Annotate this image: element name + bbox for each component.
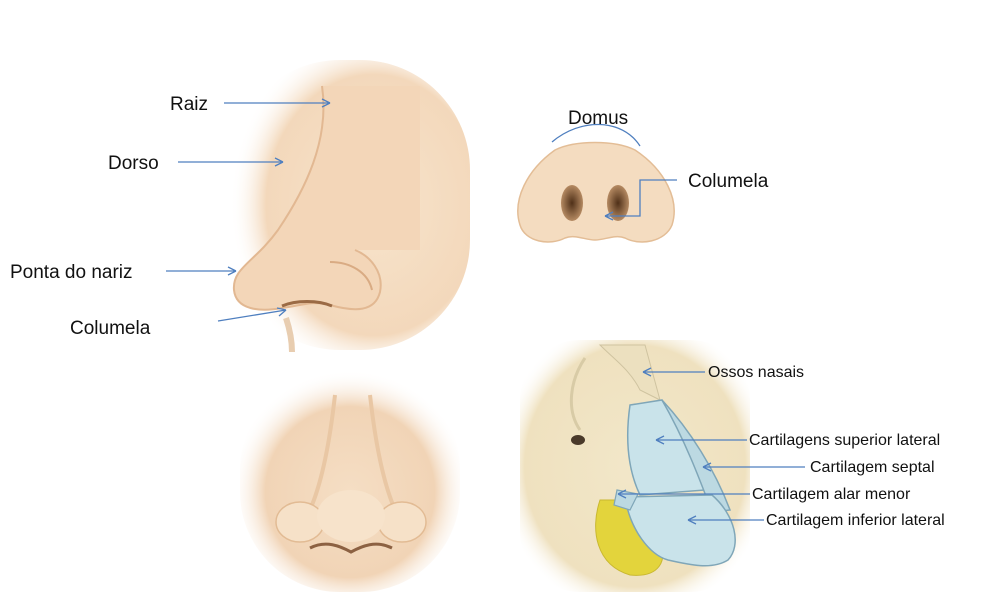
label-raiz: Raiz [170,94,208,115]
labels: Raiz Dorso Ponta do nariz Columela Domus… [10,94,945,529]
front-left-ala [276,502,324,542]
label-cart-inf: Cartilagem inferior lateral [766,512,945,529]
label-ponta: Ponta do nariz [10,262,133,283]
front-skin-glow [240,370,460,592]
label-cart-septal: Cartilagem septal [810,459,935,476]
base-left-nostril [561,185,583,221]
label-dorso: Dorso [108,153,159,174]
label-domus: Domus [568,108,628,129]
label-cart-alar: Cartilagem alar menor [752,486,911,503]
foramen [571,435,585,445]
label-columela-base: Columela [688,171,769,192]
base-view-nose [518,124,674,241]
front-view-nose [240,370,460,592]
front-tip [317,490,385,542]
side-view-nose [230,60,470,352]
label-columela-side: Columela [70,318,151,339]
front-right-ala [378,502,426,542]
label-cart-sup: Cartilagens superior lateral [749,432,940,449]
label-ossos: Ossos nasais [708,364,804,381]
base-nose-shape [518,143,674,242]
